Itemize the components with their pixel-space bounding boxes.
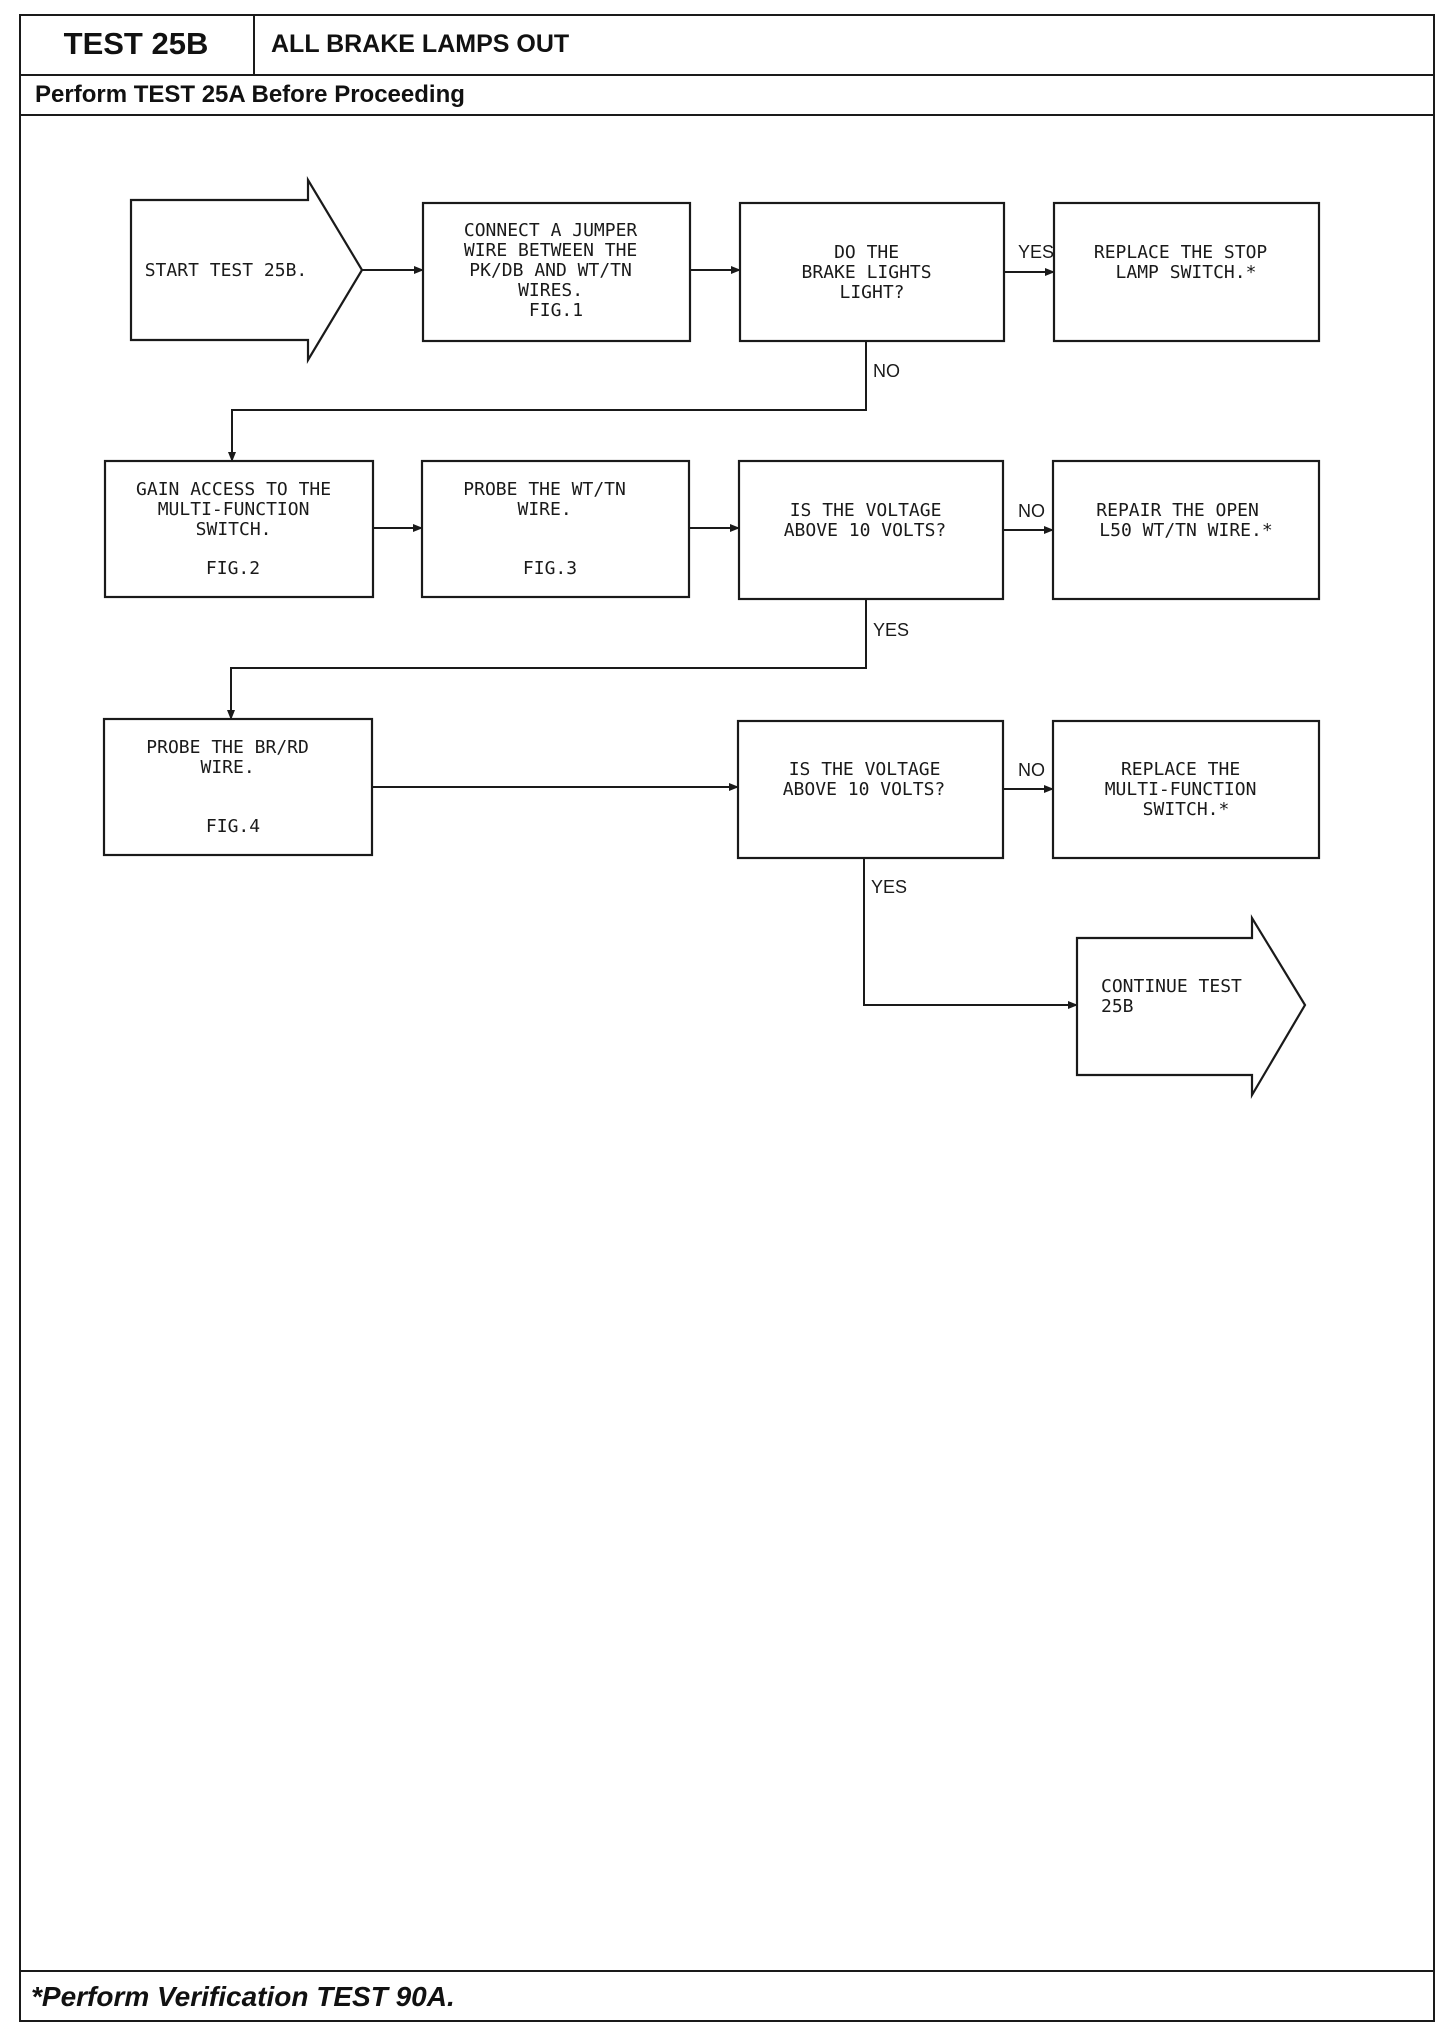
voltage-question-2-rect	[736, 719, 1005, 860]
probe-wt-tn-rect	[420, 459, 691, 599]
start-arrow-shape	[129, 176, 364, 364]
continue-label: CONTINUE TEST 25B	[1101, 976, 1253, 1017]
start-label: START TEST 25B.	[145, 260, 308, 281]
replace-multifunction-switch-box: REPLACE THE MULTI-FUNCTION SWITCH.*	[1051, 719, 1321, 860]
q1-no-label: NO	[873, 361, 900, 381]
probe-br-rd-text: PROBE THE BR/RD WIRE. FIG.4	[146, 737, 319, 837]
q3-yes-label: YES	[871, 877, 907, 897]
question3-yes-connector	[863, 858, 1078, 1009]
connect-jumper-text: CONNECT A JUMPER WIRE BETWEEN THE PK/DB …	[464, 220, 648, 321]
q2-yes-label: YES	[873, 620, 909, 640]
continue-arrow: CONTINUE TEST 25B	[1075, 914, 1307, 1100]
q1-yes-label: YES	[1018, 242, 1054, 262]
replace-stop-lamp-switch-text: REPLACE THE STOP LAMP SWITCH.*	[1094, 242, 1278, 283]
continue-arrow-shape	[1075, 914, 1307, 1100]
page-frame	[19, 14, 1435, 2022]
repair-open-wire-box: REPAIR THE OPEN L50 WT/TN WIRE.*	[1051, 459, 1321, 601]
brake-lights-question-rect	[738, 201, 1006, 343]
voltage-question-2-box: IS THE VOLTAGE ABOVE 10 VOLTS?	[736, 719, 1005, 860]
start-arrow: START TEST 25B.	[129, 176, 364, 364]
prerequisite-row: Perform TEST 25A Before Proceeding	[19, 76, 1435, 116]
test-id: TEST 25B	[19, 14, 255, 74]
replace-multifunction-switch-text: REPLACE THE MULTI-FUNCTION SWITCH.*	[1105, 759, 1268, 820]
voltage-question-1-box: IS THE VOLTAGE ABOVE 10 VOLTS?	[737, 459, 1005, 601]
brake-lights-question-text: DO THE BRAKE LIGHTS LIGHT?	[802, 242, 943, 303]
connect-jumper-box: CONNECT A JUMPER WIRE BETWEEN THE PK/DB …	[421, 201, 692, 343]
brake-lights-question-box: DO THE BRAKE LIGHTS LIGHT?	[738, 201, 1006, 343]
gain-access-text: GAIN ACCESS TO THE MULTI-FUNCTION SWITCH…	[136, 479, 342, 579]
prerequisite-note: Perform TEST 25A Before Proceeding	[35, 81, 465, 108]
test-title: ALL BRAKE LAMPS OUT	[271, 29, 570, 58]
replace-stop-lamp-switch-rect	[1052, 201, 1321, 343]
repair-open-wire-text: REPAIR THE OPEN L50 WT/TN WIRE.*	[1096, 500, 1272, 541]
probe-br-rd-box: PROBE THE BR/RD WIRE. FIG.4	[102, 717, 374, 857]
question1-no-connector	[228, 341, 867, 462]
probe-wt-tn-box: PROBE THE WT/TN WIRE. FIG.3	[420, 459, 691, 599]
voltage-question-1-text: IS THE VOLTAGE ABOVE 10 VOLTS?	[784, 500, 953, 541]
footer-row: *Perform Verification TEST 90A.	[19, 1970, 1435, 2022]
connect-jumper-rect	[421, 201, 692, 343]
probe-br-rd-rect	[102, 717, 374, 857]
footer-note: *Perform Verification TEST 90A.	[31, 1981, 455, 2012]
gain-access-rect	[103, 459, 375, 599]
q2-no-label: NO	[1018, 501, 1045, 521]
question2-yes-connector	[227, 599, 867, 720]
header-row: TEST 25B ALL BRAKE LAMPS OUT	[19, 14, 1435, 76]
voltage-question-2-text: IS THE VOLTAGE ABOVE 10 VOLTS?	[783, 759, 952, 800]
probe-wt-tn-text: PROBE THE WT/TN WIRE. FIG.3	[463, 479, 636, 579]
gain-access-box: GAIN ACCESS TO THE MULTI-FUNCTION SWITCH…	[103, 459, 375, 599]
replace-multifunction-switch-rect	[1051, 719, 1321, 860]
q3-no-label: NO	[1018, 760, 1045, 780]
replace-stop-lamp-switch-box: REPLACE THE STOP LAMP SWITCH.*	[1052, 201, 1321, 343]
